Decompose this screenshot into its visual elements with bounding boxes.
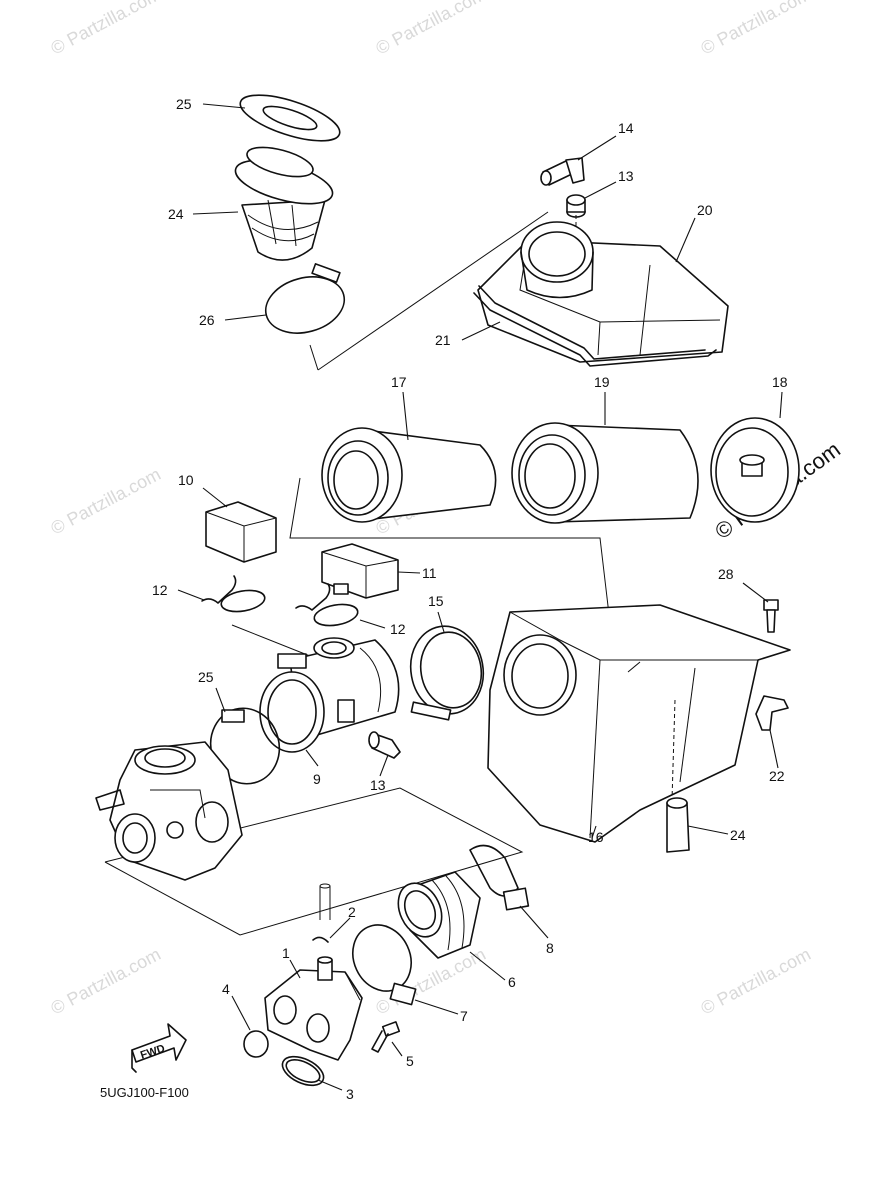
part-9-joint (259, 637, 400, 753)
callout-14: 13 (618, 168, 634, 184)
part-3-gasket (281, 1055, 325, 1087)
callouts: 25 24 26 14 13 20 21 17 19 18 10 11 12 1… (152, 96, 788, 1102)
leader-lines (177, 103, 783, 1091)
forward-arrow: FWD (131, 1023, 187, 1073)
callout-18: 17 (391, 374, 407, 390)
watermark-text: © Partzilla.com (47, 464, 163, 539)
callout-23: 22 (769, 768, 785, 784)
part-6-joint (397, 871, 481, 959)
callout-25: 25 (198, 669, 214, 685)
callout-3: 3 (346, 1086, 354, 1102)
part-27-gasket (239, 94, 341, 142)
callout-1: 1 (282, 945, 290, 961)
part-13-elbow (368, 731, 401, 759)
diagram-code: 5UGJ100-F100 (100, 1085, 189, 1100)
callout-29: 28 (718, 566, 734, 582)
watermark-text: © Partzilla.com (697, 944, 813, 1019)
callout-10: 10 (178, 472, 194, 488)
callout-20: 19 (594, 374, 610, 390)
part-5-bolt (371, 1021, 401, 1053)
part-2-pin (312, 883, 331, 943)
part-24-drain-tube (666, 797, 690, 853)
watermark-text: © Partzilla.com (372, 0, 488, 59)
callout-26: 24 (168, 206, 184, 222)
part-11-foam (321, 543, 399, 599)
watermark-text: © Partzilla.com (372, 944, 488, 1019)
part-12-clip-right (295, 583, 359, 627)
callout-12-left: 12 (152, 582, 168, 598)
assembly-lines (104, 211, 613, 936)
part-7-clamp (352, 924, 417, 1006)
callout-17: 16 (588, 829, 604, 845)
part-14-grommet (566, 194, 586, 240)
part-1-manifold (264, 956, 363, 1061)
part-12-clip-left (201, 575, 266, 613)
callout-24: 24 (730, 827, 746, 843)
callout-16: 15 (428, 593, 444, 609)
part-4-o-ring (243, 1030, 269, 1058)
part-25-clamp (209, 707, 281, 785)
callout-22: 21 (435, 332, 451, 348)
part-23-clip (755, 695, 789, 731)
part-22-seal (473, 285, 717, 367)
callout-15: 14 (618, 120, 634, 136)
callout-8: 8 (546, 940, 554, 956)
watermark-text: © Partzilla.com (697, 0, 813, 59)
part-15-elbow (540, 157, 585, 186)
carburetor (95, 741, 243, 881)
callout-13: 13 (370, 777, 386, 793)
part-19-end-cap (710, 417, 800, 523)
callout-28: 26 (199, 312, 215, 328)
part-20-filter-element (511, 422, 699, 524)
callout-2: 2 (348, 904, 356, 920)
part-29-bolt (763, 599, 779, 633)
callout-19: 18 (772, 374, 788, 390)
watermark-text: © Partzilla.com (47, 0, 163, 59)
callout-21: 20 (697, 202, 713, 218)
part-28-clamp (264, 263, 346, 334)
callout-12-right: 12 (390, 621, 406, 637)
callout-7: 7 (460, 1008, 468, 1024)
callout-5: 5 (406, 1053, 414, 1069)
callout-4: 4 (222, 981, 230, 997)
part-8-clamp (469, 844, 530, 911)
part-16-clamp (409, 625, 485, 721)
part-10-foam (205, 501, 277, 563)
watermark-text: © Partzilla.com (47, 944, 163, 1019)
callout-11: 11 (422, 565, 437, 581)
part-26-intake-duct (234, 146, 334, 261)
callout-6: 6 (508, 974, 516, 990)
callout-27: 25 (176, 96, 192, 112)
part-17-airbox-case (487, 604, 791, 843)
callout-9: 9 (313, 771, 321, 787)
part-18-filter-frame (321, 427, 497, 523)
part-21-airbox-cover (477, 221, 729, 363)
